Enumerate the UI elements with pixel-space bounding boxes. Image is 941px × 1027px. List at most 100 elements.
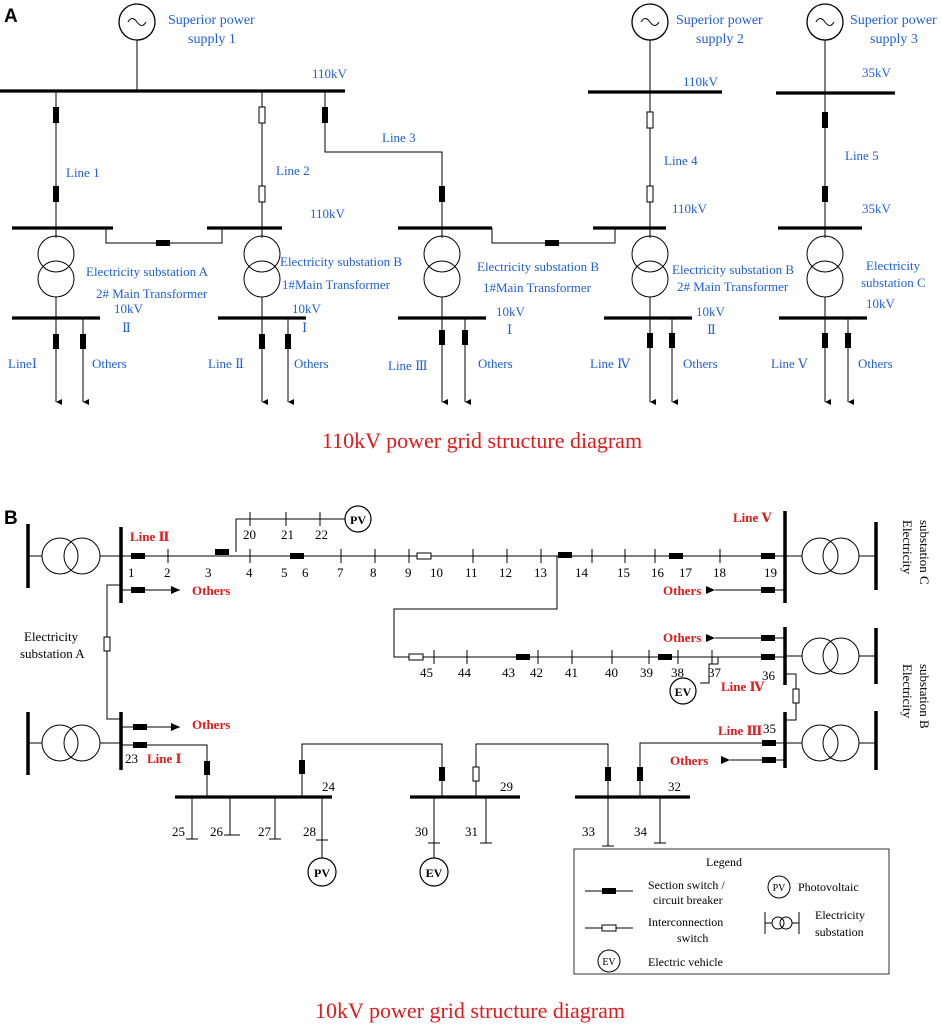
node-label: 39	[640, 665, 653, 680]
transformer-a	[37, 228, 75, 318]
node-label: 8	[370, 565, 377, 580]
node-label: 21	[281, 527, 294, 542]
interconnection-switch-icon	[408, 653, 424, 661]
substation-b-upper	[783, 627, 878, 685]
interconnection-switch-icon	[646, 185, 654, 203]
circuit-breaker-icon	[439, 330, 445, 345]
node-label: 20	[243, 527, 256, 542]
ev-label: EV	[675, 685, 692, 699]
circuit-breaker-icon	[762, 740, 776, 746]
line-4-label: Line Ⅳ	[721, 679, 765, 694]
circuit-breaker-icon	[761, 635, 775, 641]
substation-c-label-line2: substation C	[917, 520, 932, 585]
circuit-breaker-icon	[822, 333, 828, 348]
circuit-breaker-icon	[131, 553, 145, 559]
panel-b: B Electricity substation A	[4, 505, 932, 1023]
row1-ticks	[167, 549, 721, 563]
voltage-10kv-label: 10kV	[292, 301, 322, 316]
line-5-label: Line Ⅴ	[733, 510, 773, 525]
supply-2-label-line2: supply 2	[696, 32, 744, 47]
circuit-breaker-icon	[133, 742, 147, 748]
node-label: 13	[534, 565, 547, 580]
node-label: 15	[617, 565, 630, 580]
circuit-breaker-icon	[605, 767, 611, 781]
circuit-breaker-icon	[545, 240, 559, 246]
circuit-breaker-icon	[285, 334, 291, 349]
supply-1: Superior power supply 1	[118, 3, 255, 91]
panel-b-letter: B	[4, 508, 18, 529]
substation-a-name: Electricity substation A	[86, 264, 209, 279]
line-2-label: Line 2	[276, 163, 310, 178]
supply-2-label-line1: Superior power	[676, 13, 763, 28]
circuit-breaker-icon	[290, 553, 304, 559]
node-label: 22	[315, 527, 328, 542]
circuit-breaker-icon	[669, 553, 683, 559]
circuit-breaker-icon	[822, 112, 828, 128]
substation-b1-name: Electricity substation B	[280, 254, 402, 269]
others-label: Others	[663, 583, 701, 598]
sine-icon	[127, 18, 147, 26]
legend-inter-line1: Interconnection	[648, 915, 723, 929]
line-1-label: Line Ⅰ	[147, 751, 182, 766]
node-label: 45	[420, 665, 433, 680]
node-label: 25	[172, 824, 185, 839]
node-label: 44	[458, 665, 472, 680]
circuit-breaker-icon	[637, 767, 643, 781]
legend-inter-line2: switch	[677, 931, 708, 945]
node-label: 9	[405, 565, 412, 580]
interconnection-switch-icon	[646, 111, 654, 129]
circuit-breaker-icon	[204, 761, 210, 775]
node-label: 7	[337, 565, 344, 580]
node-label: 28	[303, 824, 316, 839]
row2-ticks	[433, 650, 679, 664]
line-3-label: Line 3	[382, 130, 416, 145]
circuit-breaker-icon	[647, 333, 653, 348]
pv-legend-abbr: PV	[773, 883, 787, 894]
node-label: 37	[708, 665, 722, 680]
circuit-breaker-icon	[439, 186, 445, 202]
feeders-b2	[439, 318, 471, 405]
node-label: 32	[668, 779, 681, 794]
bus-voltage-label: 110kV	[312, 66, 348, 81]
feeder-label: Line Ⅳ	[590, 356, 631, 371]
others-label: Others	[478, 356, 513, 371]
substation-a-transformer: 2# Main Transformer	[96, 286, 208, 301]
circuit-breaker-icon	[669, 333, 675, 348]
supply-2: Superior power supply 2	[631, 3, 763, 92]
node-label: 35	[763, 721, 776, 736]
voltage-10kv-label: 10kV	[114, 301, 144, 316]
feeders-c	[822, 318, 854, 405]
node-label: 33	[582, 824, 595, 839]
substation-b-label-line2: substation B	[917, 664, 932, 729]
substation-b3-name: Electricity substation B	[672, 262, 794, 277]
substation-a-lower	[26, 712, 123, 775]
pv-label: PV	[350, 513, 366, 527]
circuit-breaker-icon	[845, 333, 851, 348]
interconnection-switch-icon	[258, 185, 266, 203]
circuit-breaker-icon	[762, 757, 776, 763]
line-4-label: Line 4	[664, 153, 698, 168]
legend: Legend Section switch / circuit breaker …	[573, 848, 890, 975]
node-label: 17	[679, 565, 693, 580]
bus-voltage-label: 110kV	[672, 201, 708, 216]
bus-voltage-label: 35kV	[862, 201, 892, 216]
sine-icon	[815, 18, 835, 26]
feeders-b1	[259, 318, 294, 405]
substation-b-label-line1: Electricity	[900, 664, 915, 719]
transformer-b2	[423, 228, 461, 318]
supply-1-label-line1: Superior power	[168, 13, 255, 28]
line-1-label: Line 1	[66, 165, 100, 180]
bus-voltage-label: 110kV	[310, 206, 346, 221]
others-label: Others	[92, 356, 127, 371]
legend-pv-text: Photovoltaic	[798, 880, 859, 894]
line-5-label: Line 5	[845, 148, 879, 163]
node-label: 34	[634, 824, 648, 839]
node-label: 40	[605, 665, 618, 680]
interconnection-switch-icon	[472, 766, 480, 782]
feeder-label: Line Ⅴ	[771, 356, 808, 371]
interconnection-switch-icon	[258, 106, 266, 124]
node-label: 42	[530, 665, 543, 680]
node-label: 26	[210, 824, 224, 839]
node-label: 3	[205, 565, 212, 580]
panel-a: A Superior power supply 1 110kV Superior…	[0, 3, 937, 453]
